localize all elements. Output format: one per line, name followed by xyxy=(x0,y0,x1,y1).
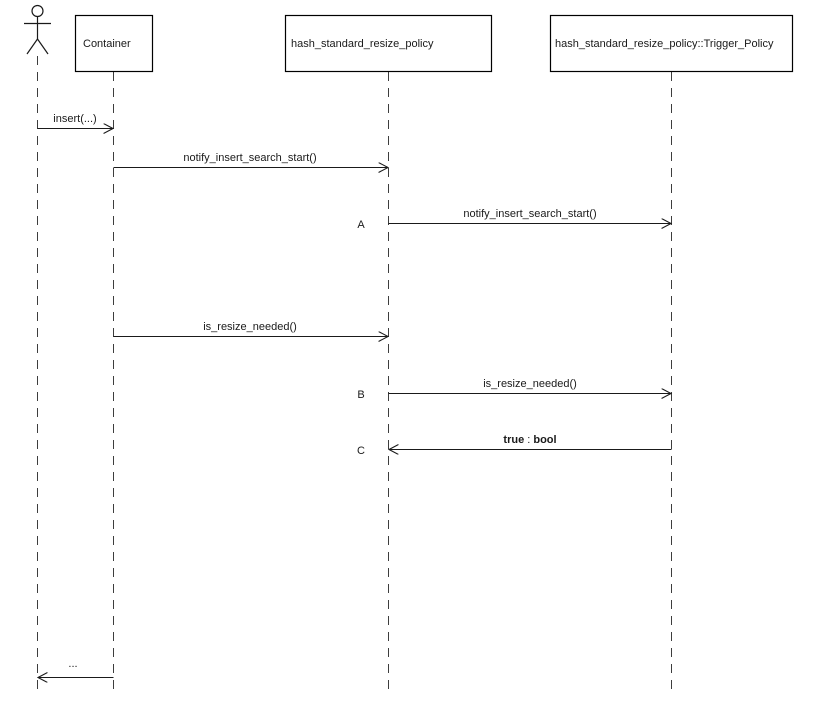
message-notify-insert-search-start-2: A notify_insert_search_start() xyxy=(357,208,671,231)
message-insert: insert(...) xyxy=(37,113,114,129)
message-return-true-bool: C true : bool xyxy=(357,434,672,457)
message-label: insert(...) xyxy=(53,113,96,125)
message-is-resize-needed-1: is_resize_needed() xyxy=(113,321,389,337)
message-notify-insert-search-start-1: notify_insert_search_start() xyxy=(113,152,389,168)
participant-box-trigger-policy xyxy=(549,14,794,73)
message-label: notify_insert_search_start() xyxy=(183,152,316,164)
message-label: true : bool xyxy=(503,434,556,446)
actor-head xyxy=(31,4,44,18)
message-label: is_resize_needed() xyxy=(483,378,577,390)
return-value: true xyxy=(503,434,524,446)
return-separator: : xyxy=(524,434,533,446)
message-return-ellipsis: ... xyxy=(38,658,114,678)
participant-label-resize-policy: hash_standard_resize_policy xyxy=(291,38,434,50)
message-is-resize-needed-2: B is_resize_needed() xyxy=(357,378,671,401)
message-marker: C xyxy=(357,445,365,457)
actor-figure xyxy=(24,4,51,55)
message-label: ... xyxy=(68,658,77,670)
participant-box-resize-policy xyxy=(284,14,493,73)
participant-label-trigger-policy: hash_standard_resize_policy::Trigger_Pol… xyxy=(555,38,774,50)
message-label: is_resize_needed() xyxy=(203,321,297,333)
message-marker: B xyxy=(357,389,364,401)
participant-box-container xyxy=(74,14,154,73)
message-marker: A xyxy=(357,219,365,231)
return-type: bool xyxy=(533,434,556,446)
actor-leg-right xyxy=(37,38,49,55)
message-label: notify_insert_search_start() xyxy=(463,208,596,220)
participant-label-container: Container xyxy=(83,38,131,50)
actor-leg-left xyxy=(26,38,38,55)
